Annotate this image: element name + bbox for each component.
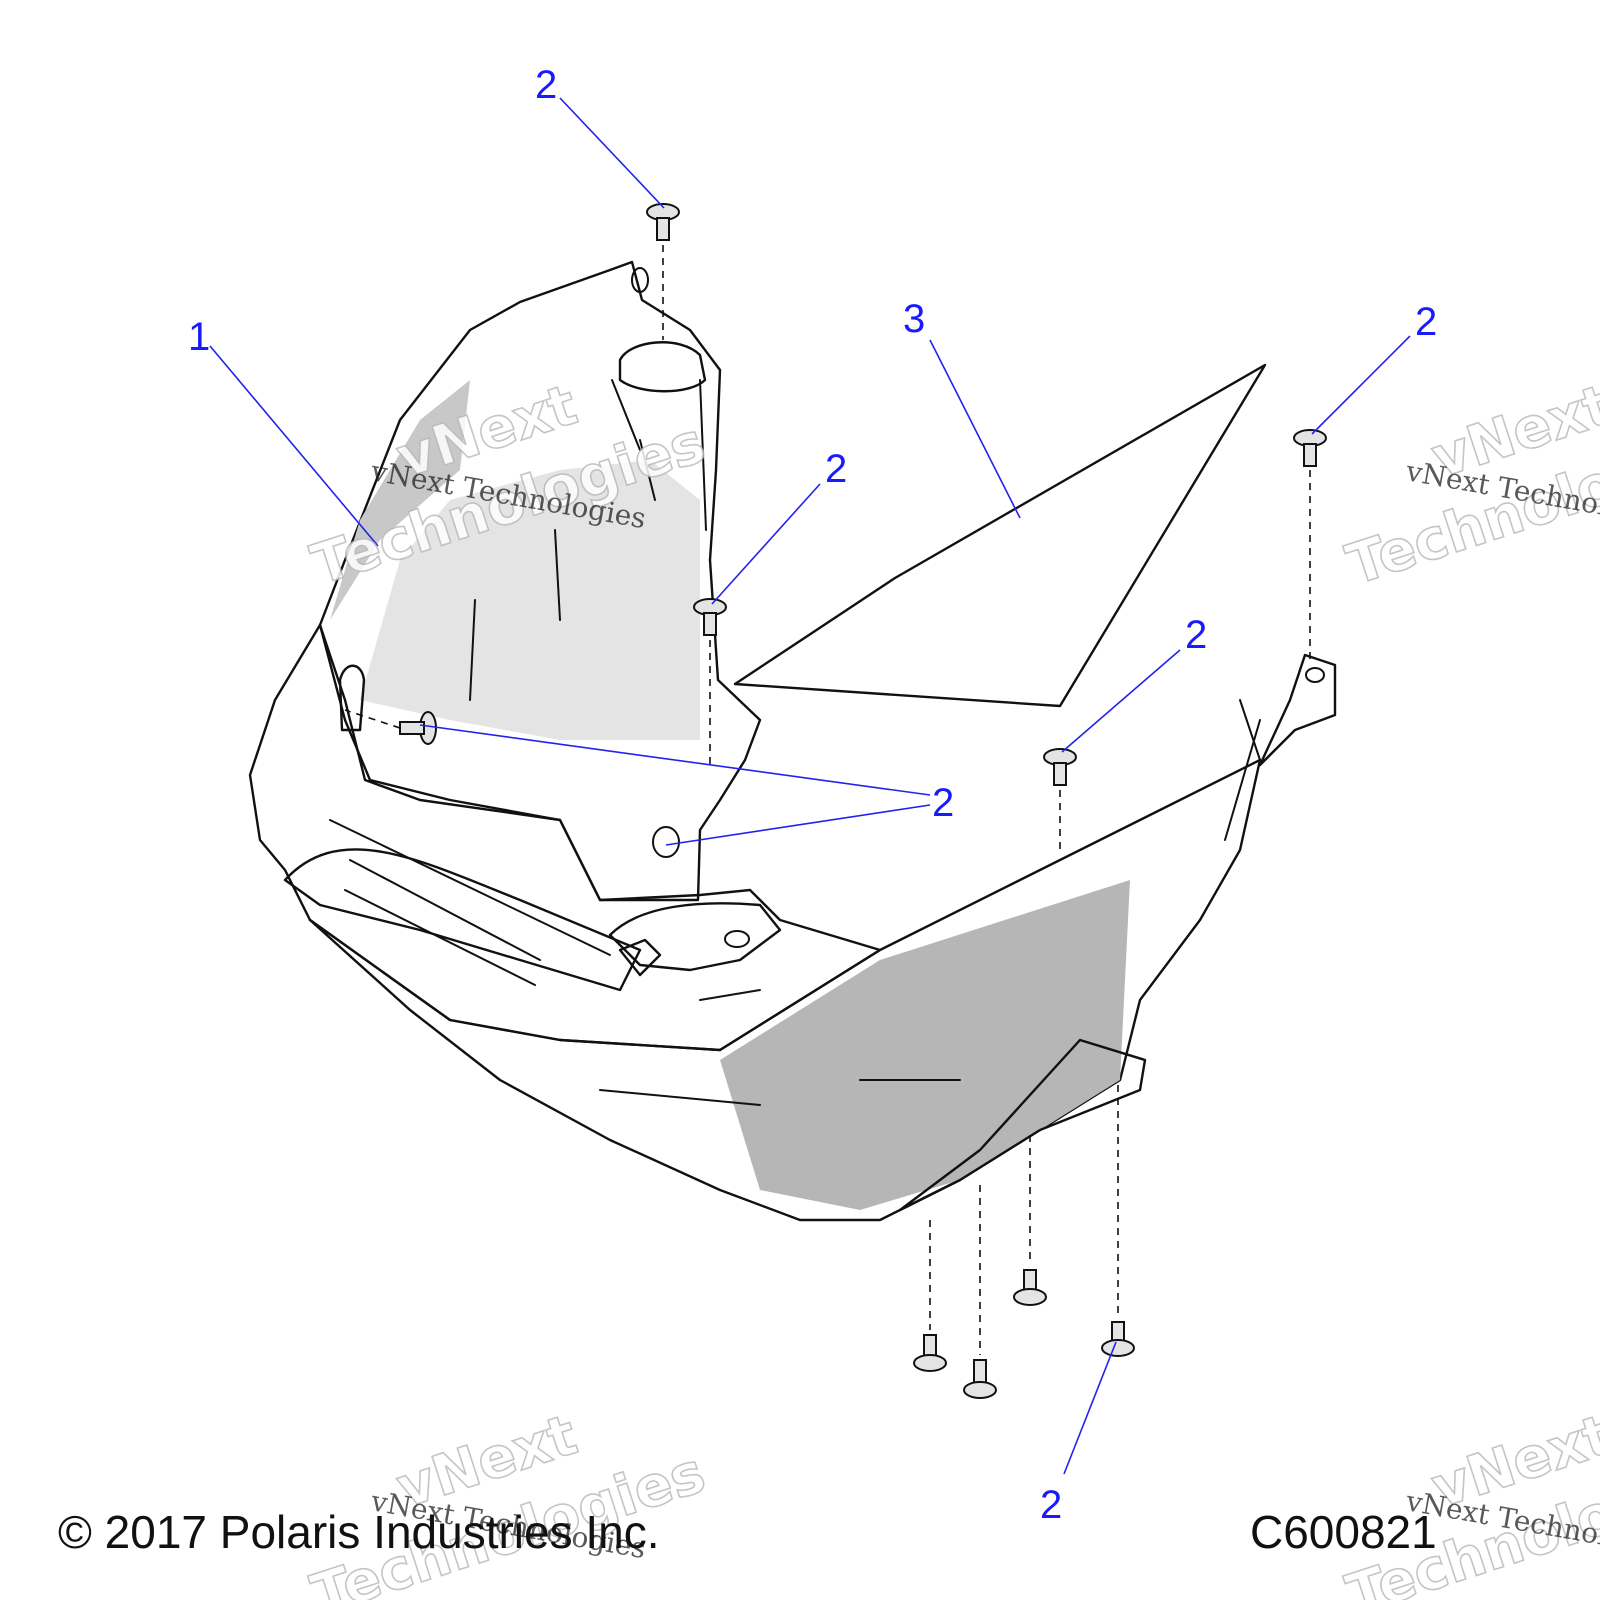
callout-2-bottom: 2 [1040, 1483, 1062, 1527]
watermark-lower-left: vNext Technologies vNext Technologies [303, 1402, 713, 1600]
callout-2-right-top: 2 [1415, 300, 1437, 344]
part-1-skid-pan [308, 653, 1337, 1222]
watermark-lower-right: vNext Technologies vNext Technologies [1338, 1402, 1600, 1600]
bolt-bottom-4 [1101, 1085, 1135, 1357]
callout-3: 3 [903, 297, 925, 341]
bolt-bottom-1 [913, 1220, 947, 1372]
copyright-text: © 2017 Polaris Industries Inc. [58, 1506, 660, 1558]
rivet-right-top [1293, 429, 1327, 660]
figure-code: C600821 [1250, 1506, 1437, 1558]
rivet-center [693, 598, 727, 770]
callouts: 1 2 2 2 2 2 2 3 [188, 63, 1437, 1527]
fasteners [344, 203, 1327, 1399]
callout-1: 1 [188, 315, 210, 359]
callout-2-right-mid: 2 [1185, 613, 1207, 657]
part-3-pad [733, 363, 1267, 708]
part-1-body-panel [318, 260, 762, 902]
callout-2-top: 2 [535, 63, 557, 107]
bolt-bottom-3 [1013, 1135, 1047, 1306]
leader-lines [209, 97, 1411, 1475]
callout-2-side: 2 [932, 781, 954, 825]
callout-2-center: 2 [825, 447, 847, 491]
rivet-side [344, 709, 437, 745]
part-1-front-deck [248, 623, 961, 1106]
rivet-top [646, 203, 680, 340]
bolt-bottom-2 [963, 1185, 997, 1399]
rivet-right-mid [1043, 748, 1077, 850]
watermark-upper-right: vNext Technologies vNext Technologies [1338, 372, 1600, 599]
